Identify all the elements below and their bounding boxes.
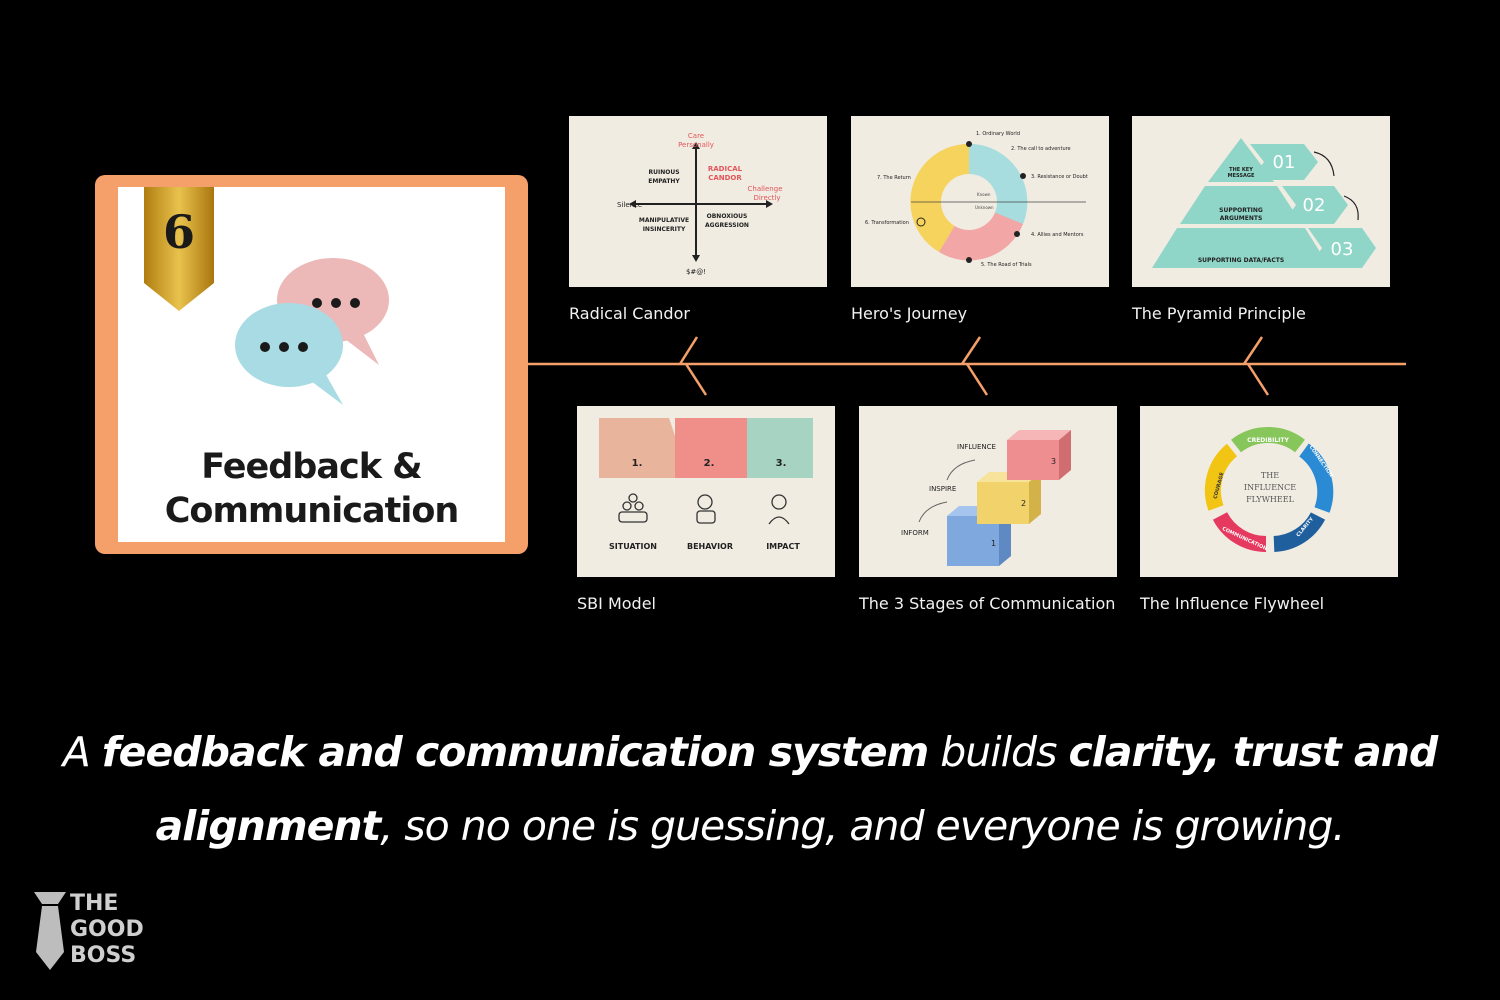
svg-text:1.: 1. — [632, 458, 643, 469]
thumbnail-pyramid-principle[interactable]: 01 02 03 THE KEY MESSAGE SUPPORTING ARGU… — [1132, 116, 1390, 287]
svg-text:INFLUENCE: INFLUENCE — [957, 443, 996, 451]
pyramid-diagram: 01 02 03 THE KEY MESSAGE SUPPORTING ARGU… — [1152, 138, 1376, 268]
thumbnail-3-stages[interactable]: 1 2 3 INFORM INSPIRE INFLUENCE — [859, 406, 1117, 577]
svg-text:BEHAVIOR: BEHAVIOR — [687, 542, 733, 551]
svg-text:Personally: Personally — [678, 141, 714, 149]
svg-text:3: 3 — [1051, 457, 1056, 466]
label-heros-journey[interactable]: Hero's Journey — [851, 304, 968, 323]
label-radical-candor[interactable]: Radical Candor — [569, 304, 690, 323]
thumbnail-sbi-model[interactable]: 1. 2. 3. SITUATION BEHAVIOR IMPACT — [577, 406, 835, 577]
tie-logo-icon — [34, 892, 66, 970]
main-category-card[interactable]: 6 Feedback & Communication — [95, 175, 528, 554]
svg-text:MANIPULATIVE: MANIPULATIVE — [639, 217, 689, 224]
main-card-title: Feedback & Communication — [118, 445, 505, 533]
main-card-title-line2: Communication — [164, 491, 460, 531]
svg-text:INSINCERITY: INSINCERITY — [643, 226, 686, 233]
svg-text:SUPPORTING: SUPPORTING — [1219, 207, 1263, 214]
svg-text:5. The Road of Trials: 5. The Road of Trials — [981, 262, 1032, 268]
logo-line2: GOOD — [70, 917, 144, 942]
svg-text:1. Ordinary World: 1. Ordinary World — [976, 131, 1020, 137]
caption-part2: builds — [928, 728, 1069, 776]
label-influence-flywheel[interactable]: The Influence Flywheel — [1140, 594, 1325, 613]
chat-bubbles-icon — [235, 258, 389, 405]
label-sbi-model[interactable]: SBI Model — [577, 594, 656, 613]
rc-right-label: Challenge — [748, 185, 783, 193]
rc-top-label: Care — [688, 132, 704, 140]
thumbnail-heros-journey[interactable]: 1. Ordinary World 2. The call to adventu… — [851, 116, 1109, 287]
svg-text:7. The Return: 7. The Return — [877, 175, 911, 181]
svg-text:3. Resistance or Doubt: 3. Resistance or Doubt — [1031, 174, 1088, 180]
svg-text:CREDIBILITY: CREDIBILITY — [1247, 437, 1289, 444]
svg-text:THE: THE — [1261, 471, 1279, 480]
label-pyramid-principle[interactable]: The Pyramid Principle — [1132, 304, 1306, 323]
svg-text:1: 1 — [991, 539, 996, 548]
thumbnail-radical-candor[interactable]: Care Personally Challenge Directly Silen… — [569, 116, 827, 287]
caption-bold2: clarity, trust and alignment — [155, 728, 1439, 850]
svg-text:01: 01 — [1273, 152, 1296, 173]
heros-journey-diagram: 1. Ordinary World 2. The call to adventu… — [865, 131, 1088, 268]
svg-text:SITUATION: SITUATION — [609, 542, 657, 551]
caption-text: A feedback and communication system buil… — [40, 715, 1460, 863]
three-stages-diagram: 1 2 3 INFORM INSPIRE INFLUENCE — [901, 430, 1071, 566]
sbi-diagram: 1. 2. 3. SITUATION BEHAVIOR IMPACT — [599, 418, 813, 551]
svg-text:IMPACT: IMPACT — [766, 542, 800, 551]
brand-logo: THE GOOD BOSS — [70, 891, 144, 969]
svg-text:INFORM: INFORM — [901, 529, 929, 537]
svg-text:2: 2 — [1021, 499, 1026, 508]
flywheel-diagram: THE INFLUENCE FLYWHEEL CREDIBILITY CONNE… — [1204, 427, 1334, 552]
svg-text:RADICAL: RADICAL — [708, 165, 743, 173]
svg-text:INSPIRE: INSPIRE — [929, 485, 956, 493]
svg-text:4. Allies and Mentors: 4. Allies and Mentors — [1031, 232, 1084, 238]
rc-left-label: Silence — [617, 201, 642, 209]
svg-text:THE KEY: THE KEY — [1229, 167, 1253, 173]
svg-text:EMPATHY: EMPATHY — [648, 178, 680, 185]
svg-text:ARGUMENTS: ARGUMENTS — [1220, 215, 1263, 222]
svg-text:2.: 2. — [704, 458, 715, 469]
svg-text:3.: 3. — [776, 458, 787, 469]
thumbnail-influence-flywheel[interactable]: THE INFLUENCE FLYWHEEL CREDIBILITY CONNE… — [1140, 406, 1398, 577]
category-number: 6 — [162, 205, 195, 259]
svg-text:02: 02 — [1303, 195, 1326, 216]
label-3-stages[interactable]: The 3 Stages of Communication — [859, 594, 1116, 613]
caption-bold1: feedback and communication system — [101, 728, 929, 776]
logo-line1: THE — [70, 891, 119, 916]
svg-text:OBNOXIOUS: OBNOXIOUS — [707, 213, 748, 220]
svg-text:AGGRESSION: AGGRESSION — [705, 222, 749, 229]
main-card-inner: 6 Feedback & Communication — [118, 187, 505, 542]
svg-text:INFLUENCE: INFLUENCE — [1244, 483, 1296, 492]
caption-part3: , so no one is guessing, and everyone is… — [380, 802, 1345, 850]
hj-known: Known — [977, 192, 991, 197]
rc-bottom-label: $#@! — [686, 268, 706, 276]
svg-text:MESSAGE: MESSAGE — [1228, 173, 1255, 179]
main-card-title-line1: Feedback & — [201, 447, 422, 487]
svg-text:SUPPORTING DATA/FACTS: SUPPORTING DATA/FACTS — [1198, 257, 1284, 264]
svg-text:CANDOR: CANDOR — [708, 174, 742, 182]
logo-line3: BOSS — [70, 943, 137, 968]
ribbon-badge-icon — [144, 187, 214, 311]
svg-text:RUINOUS: RUINOUS — [648, 169, 679, 176]
radical-candor-diagram: Care Personally Challenge Directly Silen… — [617, 132, 783, 276]
hj-unknown: Unknown — [975, 205, 994, 210]
caption-part1: A — [62, 728, 102, 776]
svg-text:Directly: Directly — [753, 194, 780, 202]
svg-text:03: 03 — [1331, 239, 1354, 260]
svg-text:FLYWHEEL: FLYWHEEL — [1246, 495, 1295, 504]
svg-text:2. The call to adventure: 2. The call to adventure — [1011, 146, 1071, 152]
svg-text:6. Transformation: 6. Transformation — [865, 220, 909, 226]
